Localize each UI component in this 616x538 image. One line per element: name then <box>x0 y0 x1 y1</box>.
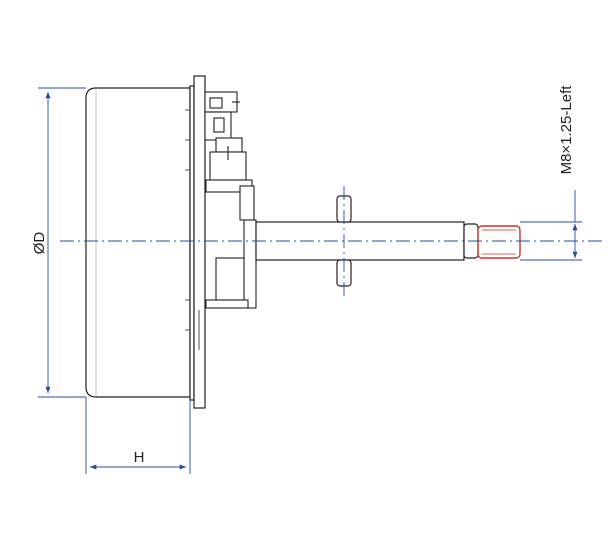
diameter-dimension <box>38 87 86 398</box>
thread-label: M8×1.25-Left <box>558 85 575 175</box>
rear-mechanism <box>204 91 257 309</box>
threaded-tip <box>477 225 521 259</box>
diameter-label: ØD <box>31 232 48 255</box>
height-dimension <box>85 397 191 474</box>
height-label: H <box>134 449 145 466</box>
mounting-flange <box>185 75 206 409</box>
dial-case <box>85 87 191 398</box>
centerlines <box>60 186 604 296</box>
thread-dimension <box>520 190 582 261</box>
